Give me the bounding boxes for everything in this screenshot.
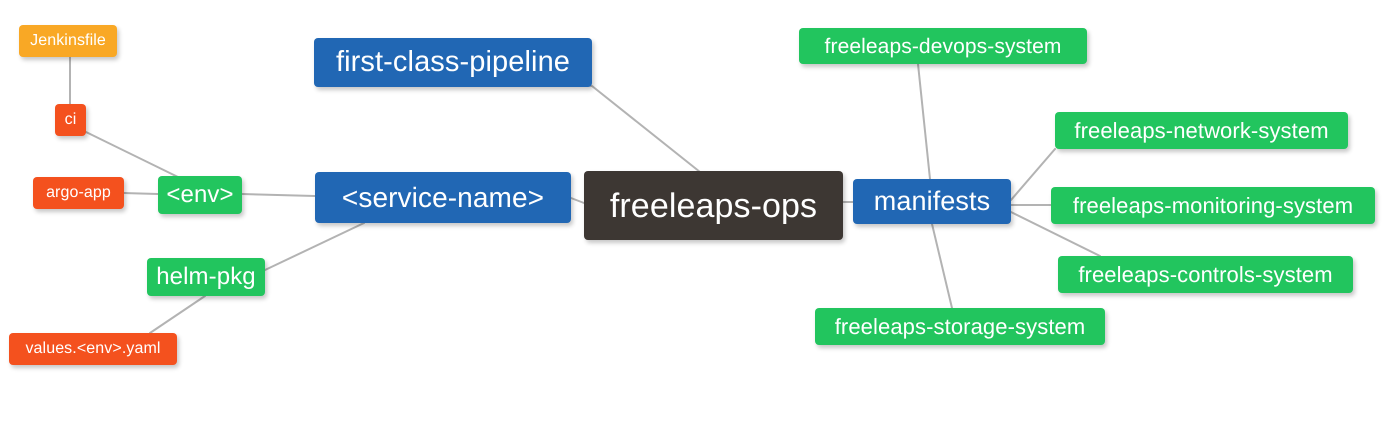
node-label-helm-pkg: helm-pkg — [156, 263, 256, 290]
node-label-env: <env> — [166, 181, 234, 208]
node-freeleaps-controls-system[interactable]: freeleaps-controls-system — [1058, 256, 1353, 293]
node-label-freeleaps-ops: freeleaps-ops — [609, 186, 818, 225]
node-env[interactable]: <env> — [158, 176, 242, 214]
node-label-jenkinsfile: Jenkinsfile — [30, 32, 106, 49]
node-label-values-env-yaml: values.<env>.yaml — [25, 340, 161, 357]
node-ci[interactable]: ci — [55, 104, 86, 136]
edge-freeleaps-ops-to-service-name — [570, 197, 585, 204]
node-freeleaps-ops[interactable]: freeleaps-ops — [584, 171, 843, 240]
node-freeleaps-devops-system[interactable]: freeleaps-devops-system — [799, 28, 1087, 64]
node-label-ci: ci — [64, 111, 77, 128]
node-label-manifests: manifests — [873, 186, 991, 216]
node-helm-pkg[interactable]: helm-pkg — [147, 258, 265, 296]
edge-helm-pkg-to-values-env-yaml — [149, 295, 206, 334]
node-jenkinsfile[interactable]: Jenkinsfile — [19, 25, 117, 57]
edge-service-name-to-env — [241, 193, 316, 197]
node-first-class-pipeline[interactable]: first-class-pipeline — [314, 38, 592, 87]
edge-manifests-to-freeleaps-storage-system — [931, 223, 953, 309]
node-freeleaps-network-system[interactable]: freeleaps-network-system — [1055, 112, 1348, 149]
node-label-freeleaps-controls-system: freeleaps-controls-system — [1078, 261, 1333, 287]
node-manifests[interactable]: manifests — [853, 179, 1011, 224]
node-values-env-yaml[interactable]: values.<env>.yaml — [9, 333, 177, 365]
edge-freeleaps-ops-to-first-class-pipeline — [590, 85, 701, 173]
node-label-freeleaps-storage-system: freeleaps-storage-system — [834, 313, 1086, 339]
node-freeleaps-monitoring-system[interactable]: freeleaps-monitoring-system — [1051, 187, 1375, 224]
node-label-argo-app: argo-app — [46, 184, 111, 201]
node-label-service-name: <service-name> — [341, 181, 545, 213]
node-label-first-class-pipeline: first-class-pipeline — [335, 46, 571, 78]
node-label-freeleaps-network-system: freeleaps-network-system — [1074, 117, 1329, 143]
edge-env-to-ci — [85, 131, 181, 179]
edge-env-to-argo-app — [123, 192, 159, 195]
node-service-name[interactable]: <service-name> — [315, 172, 571, 223]
node-label-freeleaps-monitoring-system: freeleaps-monitoring-system — [1072, 192, 1354, 218]
node-argo-app[interactable]: argo-app — [33, 177, 124, 209]
edge-service-name-to-helm-pkg — [264, 222, 365, 271]
node-label-freeleaps-devops-system: freeleaps-devops-system — [824, 34, 1062, 58]
node-freeleaps-storage-system[interactable]: freeleaps-storage-system — [815, 308, 1105, 345]
edge-manifests-to-freeleaps-network-system — [1010, 148, 1056, 201]
edge-manifests-to-freeleaps-devops-system — [917, 63, 931, 180]
